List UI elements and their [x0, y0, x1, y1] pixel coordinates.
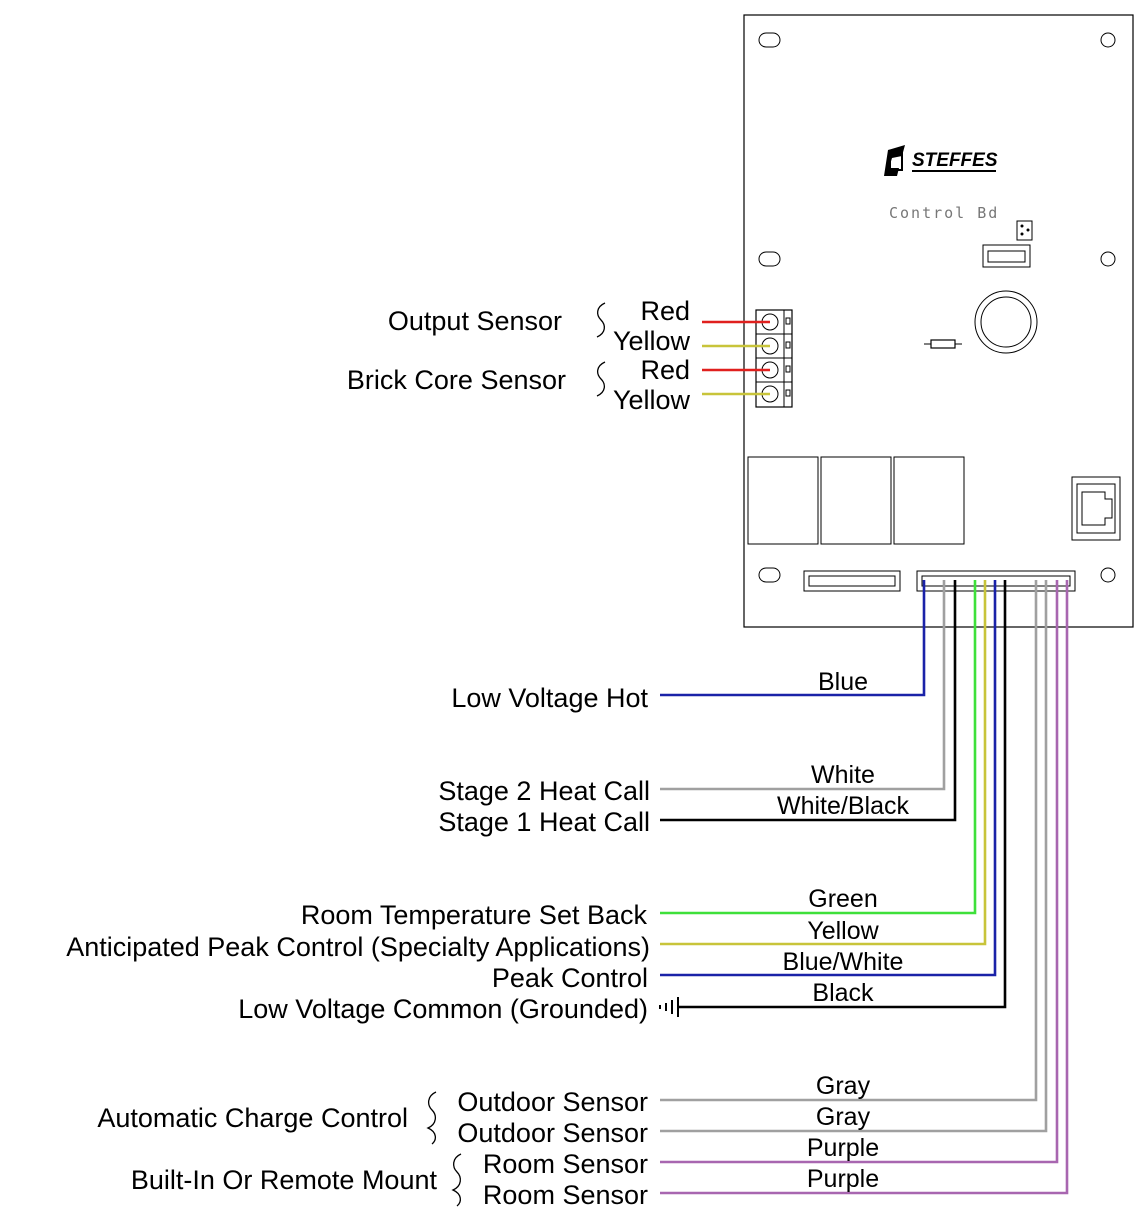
- terminal-label-outdoor-sensor: Outdoor Sensor: [457, 1087, 648, 1117]
- wire-label-red: Red: [640, 296, 690, 326]
- wire-label-yellow: Yellow: [613, 326, 691, 356]
- rj-jack: [1071, 476, 1121, 541]
- relay: [747, 456, 819, 545]
- wire-label-red: Red: [640, 355, 690, 385]
- built-in-remote-label: Built-In Or Remote Mount: [131, 1165, 438, 1195]
- wire-color-label: Gray: [816, 1103, 871, 1131]
- ground-icon: [659, 997, 679, 1017]
- wire-purple: [660, 580, 1059, 1164]
- terminal-label-stage1: Stage 1 Heat Call: [438, 807, 650, 837]
- brace-icon: [596, 361, 606, 397]
- terminal-label-room-sensor: Room Sensor: [483, 1149, 648, 1179]
- wire-color-label: Blue/White: [783, 948, 904, 976]
- wire-yellow: [660, 580, 987, 946]
- wire-blue-white: [660, 580, 997, 977]
- terminal-label-low-voltage-hot: Low Voltage Hot: [451, 683, 648, 713]
- sensor-terminal-block[interactable]: [755, 309, 793, 408]
- wire-black: [678, 580, 1007, 1009]
- terminal-label-peak-control: Peak Control: [492, 963, 648, 993]
- brace-icon: [451, 1153, 462, 1207]
- wire-blue: [660, 580, 926, 697]
- wire-color-label: Gray: [816, 1072, 871, 1100]
- wire-color-label: Purple: [807, 1165, 879, 1193]
- ribbon-header: [803, 570, 901, 592]
- wire-color-label: Blue: [818, 668, 868, 696]
- svg-text:STEFFES: STEFFES: [912, 150, 998, 171]
- terminal-label-low-voltage-common: Low Voltage Common (Grounded): [238, 994, 648, 1024]
- wire-color-label: White: [811, 761, 875, 789]
- terminal-label-room-temp-set-back: Room Temperature Set Back: [301, 900, 648, 930]
- terminal-label-anticipated-peak: Anticipated Peak Control (Specialty Appl…: [66, 932, 650, 962]
- wire-color-label: White/Black: [777, 792, 909, 820]
- brace-icon: [596, 302, 606, 338]
- mounting-hole: [758, 567, 781, 583]
- wire-color-label: Green: [808, 885, 877, 913]
- mounting-hole: [1100, 567, 1116, 583]
- wire-green: [660, 580, 977, 915]
- control-board: STEFFES Control Bd: [743, 14, 1134, 628]
- output-sensor-label: Output Sensor: [388, 306, 562, 336]
- sensor-wires: [702, 320, 770, 396]
- mounting-hole: [1100, 32, 1116, 48]
- relay: [893, 456, 965, 545]
- mounting-hole: [1100, 251, 1116, 267]
- mounting-hole: [758, 251, 781, 267]
- terminal-label-outdoor-sensor: Outdoor Sensor: [457, 1118, 648, 1148]
- wire-color-label: Yellow: [807, 917, 879, 945]
- terminal-label-room-sensor: Room Sensor: [483, 1180, 648, 1210]
- wire-label-yellow: Yellow: [613, 385, 691, 415]
- wire-purple: [660, 580, 1069, 1195]
- resistor: [924, 339, 962, 349]
- wire-white-black: [660, 580, 957, 822]
- terminal-label-stage2: Stage 2 Heat Call: [438, 776, 650, 806]
- brace-icon: [426, 1091, 437, 1145]
- automatic-charge-control-label: Automatic Charge Control: [97, 1103, 408, 1133]
- wire-gray: [660, 580, 1048, 1133]
- brick-core-sensor-label: Brick Core Sensor: [347, 365, 566, 395]
- relay: [820, 456, 892, 545]
- steffes-logo-icon: STEFFES: [884, 145, 998, 176]
- wire-color-label: Black: [812, 979, 874, 1007]
- terminal-wires: [660, 580, 1069, 1195]
- board-label: Control Bd: [889, 204, 999, 222]
- jumper: [1016, 220, 1033, 241]
- buzzer: [974, 290, 1038, 354]
- wire-color-label: Purple: [807, 1134, 879, 1162]
- header-connector: [982, 244, 1031, 268]
- wire-gray: [660, 580, 1038, 1102]
- wire-white: [660, 580, 946, 791]
- mounting-hole: [758, 32, 781, 48]
